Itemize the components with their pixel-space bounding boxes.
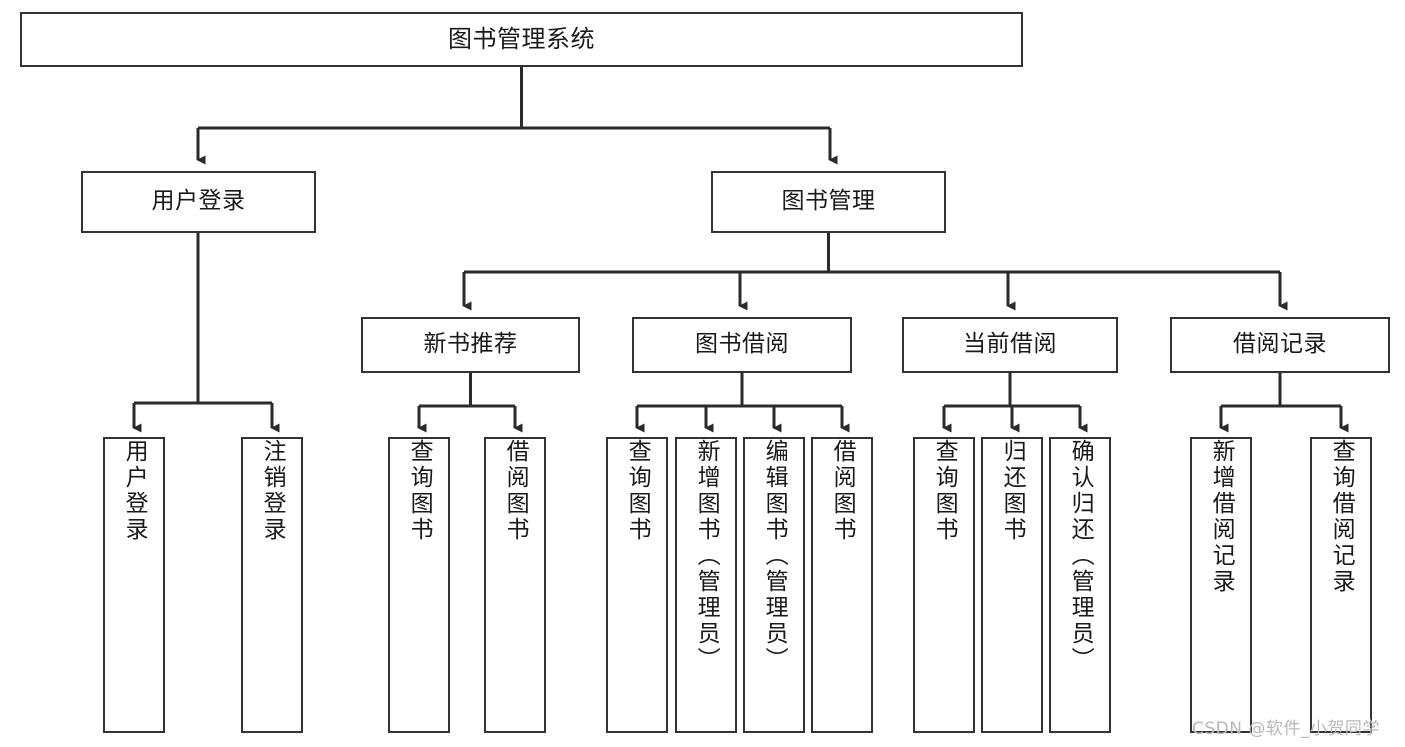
node-leaf-3[interactable]: 借阅图书 <box>484 437 546 733</box>
node-root-label: 图书管理系统 <box>448 25 595 54</box>
node-leaf-0[interactable]: 用户登录 <box>103 437 165 733</box>
node-leaf-7-label: 借阅图书 <box>829 439 856 543</box>
node-leaf-1[interactable]: 注销登录 <box>241 437 303 733</box>
node-level2-book-borrow[interactable]: 图书借阅 <box>632 317 852 373</box>
node-leaf-0-label: 用户登录 <box>121 439 148 543</box>
csdn-watermark: CSDN @软件_小贺同学 <box>1192 719 1380 739</box>
node-leaf-5[interactable]: 新增图书（管理员） <box>675 437 737 733</box>
node-leaf-4-label: 查询图书 <box>624 439 651 543</box>
node-level2-borrow-record[interactable]: 借阅记录 <box>1170 317 1390 373</box>
node-level1-user-login-label: 用户登录 <box>151 188 246 215</box>
node-leaf-9[interactable]: 归还图书 <box>981 437 1043 733</box>
node-leaf-10-label: 确认归还（管理员） <box>1067 439 1094 673</box>
node-level1-book-management-label: 图书管理 <box>781 188 876 215</box>
node-leaf-8[interactable]: 查询图书 <box>913 437 975 733</box>
node-leaf-8-label: 查询图书 <box>931 439 958 543</box>
node-leaf-2[interactable]: 查询图书 <box>388 437 450 733</box>
node-leaf-11-label: 新增借阅记录 <box>1208 439 1235 595</box>
node-level2-current-borrow[interactable]: 当前借阅 <box>902 317 1118 373</box>
node-leaf-4[interactable]: 查询图书 <box>606 437 668 733</box>
node-level2-new-book-recommend[interactable]: 新书推荐 <box>361 317 580 373</box>
node-leaf-5-label: 新增图书（管理员） <box>693 439 720 673</box>
node-level1-book-management[interactable]: 图书管理 <box>711 171 946 233</box>
node-level2-book-borrow-label: 图书借阅 <box>695 331 789 358</box>
node-leaf-12[interactable]: 查询借阅记录 <box>1310 437 1372 733</box>
node-leaf-6[interactable]: 编辑图书（管理员） <box>743 437 805 733</box>
node-leaf-7[interactable]: 借阅图书 <box>811 437 873 733</box>
node-leaf-12-label: 查询借阅记录 <box>1328 439 1355 595</box>
node-level2-borrow-record-label: 借阅记录 <box>1233 331 1327 358</box>
node-level2-current-borrow-label: 当前借阅 <box>963 331 1057 358</box>
node-leaf-11[interactable]: 新增借阅记录 <box>1190 437 1252 733</box>
node-leaf-6-label: 编辑图书（管理员） <box>761 439 788 673</box>
node-leaf-10[interactable]: 确认归还（管理员） <box>1049 437 1111 733</box>
node-leaf-3-label: 借阅图书 <box>502 439 529 543</box>
node-leaf-1-label: 注销登录 <box>259 439 286 543</box>
node-leaf-2-label: 查询图书 <box>406 439 433 543</box>
node-leaf-9-label: 归还图书 <box>999 439 1026 543</box>
node-root[interactable]: 图书管理系统 <box>20 12 1023 67</box>
node-level1-user-login[interactable]: 用户登录 <box>81 171 316 233</box>
node-level2-new-book-recommend-label: 新书推荐 <box>423 331 518 358</box>
